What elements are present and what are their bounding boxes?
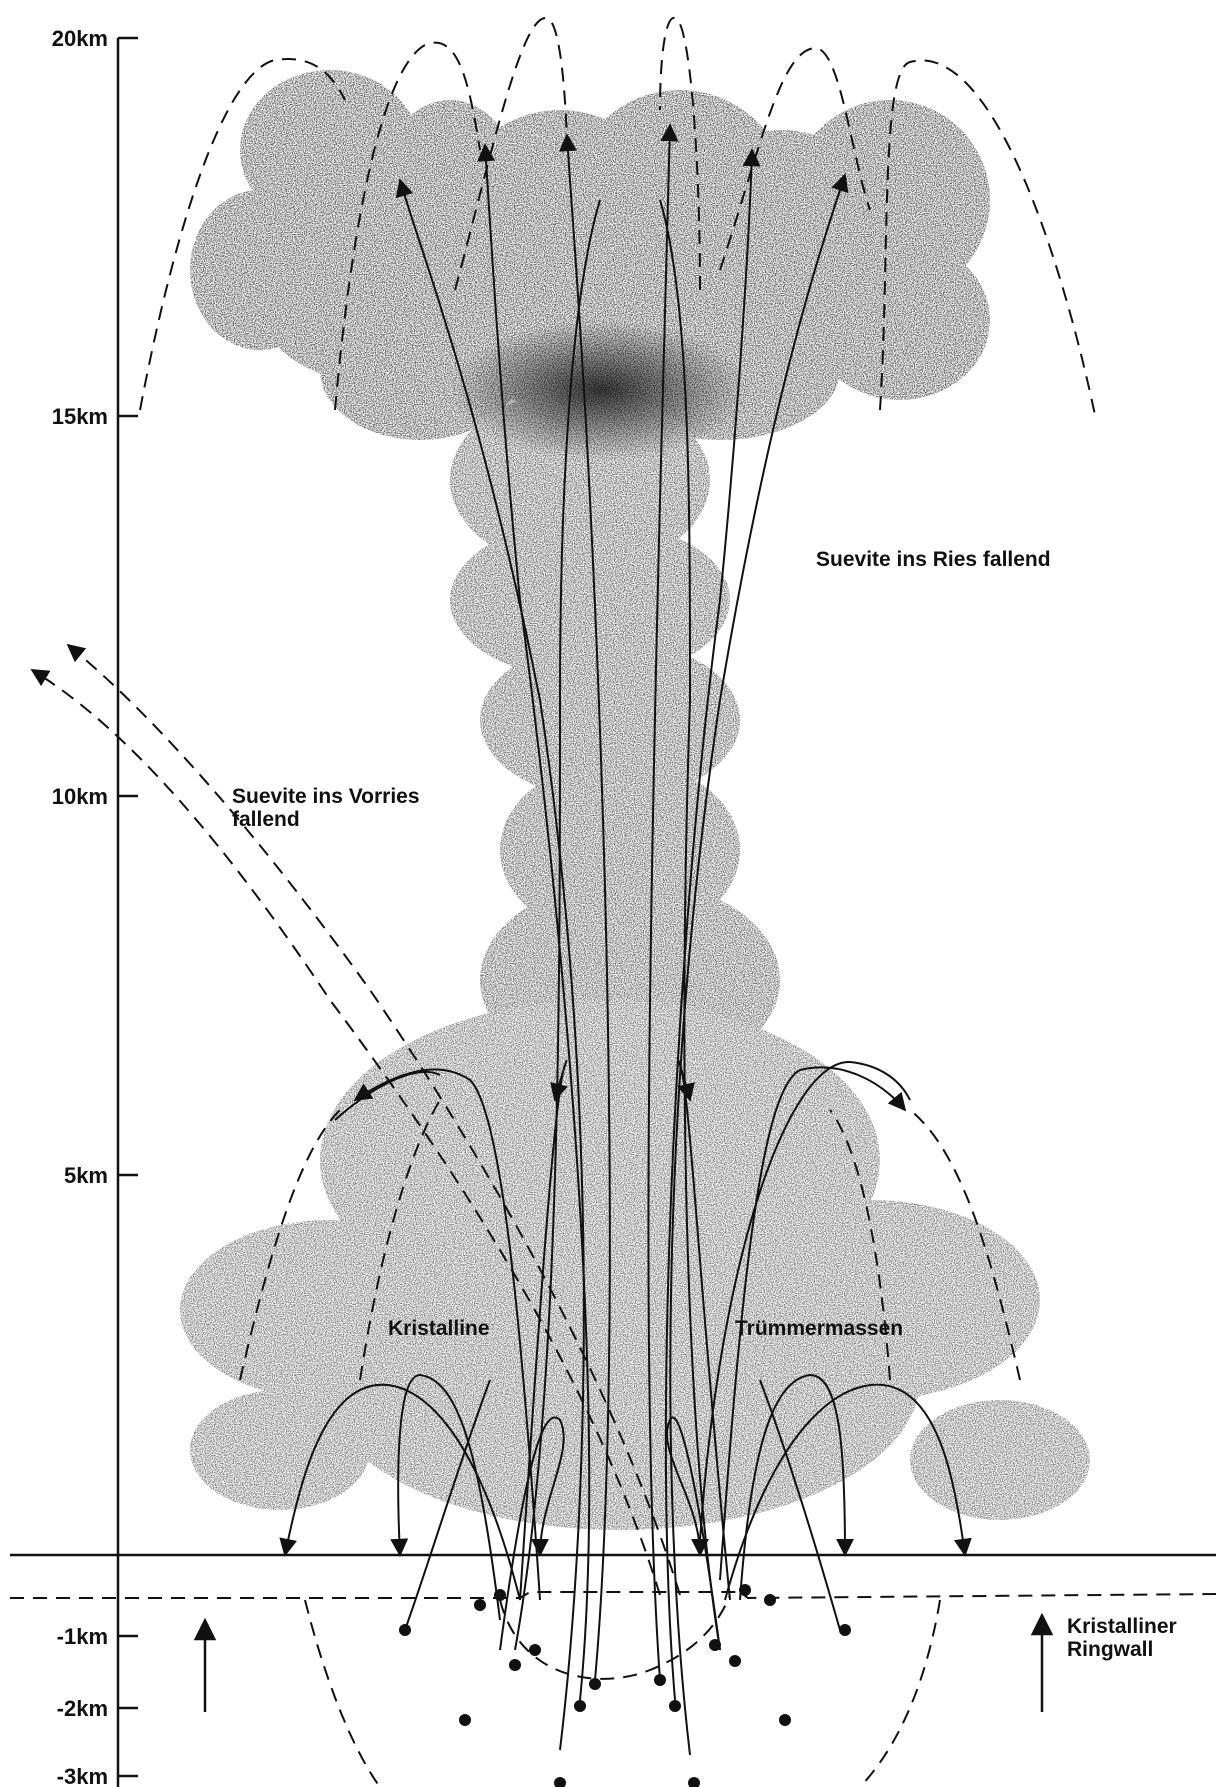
crater-wall-right xyxy=(860,1600,940,1787)
axis-tick-minus1km: -1km xyxy=(57,1624,138,1649)
axis-tick-15km: 15km xyxy=(52,404,138,429)
label-suevite-vorries-line1: Suevite ins Vorries xyxy=(232,785,420,808)
tick-label: -2km xyxy=(57,1696,108,1721)
tick-label: 10km xyxy=(52,784,108,809)
label-kristalline: Kristalline xyxy=(388,1317,490,1340)
label-ringwall-line1: Kristalliner xyxy=(1067,1615,1177,1638)
axis-tick-10km: 10km xyxy=(52,784,138,809)
tick-label: -3km xyxy=(57,1764,108,1787)
axis-tick-5km: 5km xyxy=(64,1163,138,1188)
axis-tick-minus3km: -3km xyxy=(57,1764,138,1787)
label-suevite-ries: Suevite ins Ries fallend xyxy=(816,548,1051,571)
crystalline-boundary xyxy=(10,1592,1216,1598)
tick-label: 5km xyxy=(64,1163,108,1188)
cloud-base xyxy=(180,1000,1090,1530)
tick-label: 20km xyxy=(52,26,108,51)
label-ringwall-line2: Ringwall xyxy=(1067,1638,1153,1661)
cloud-dark-core xyxy=(450,320,750,460)
label-suevite-vorries-line2: fallend xyxy=(232,808,300,831)
tick-label: -1km xyxy=(57,1624,108,1649)
source-points xyxy=(399,1584,851,1787)
tick-label: 15km xyxy=(52,404,108,429)
crater-wall-left xyxy=(305,1600,380,1787)
transient-cavity xyxy=(500,1595,730,1679)
axis-tick-20km: 20km xyxy=(52,26,138,51)
axis-tick-minus2km: -2km xyxy=(57,1696,138,1721)
label-truemmermassen: Trümmermassen xyxy=(735,1317,903,1340)
